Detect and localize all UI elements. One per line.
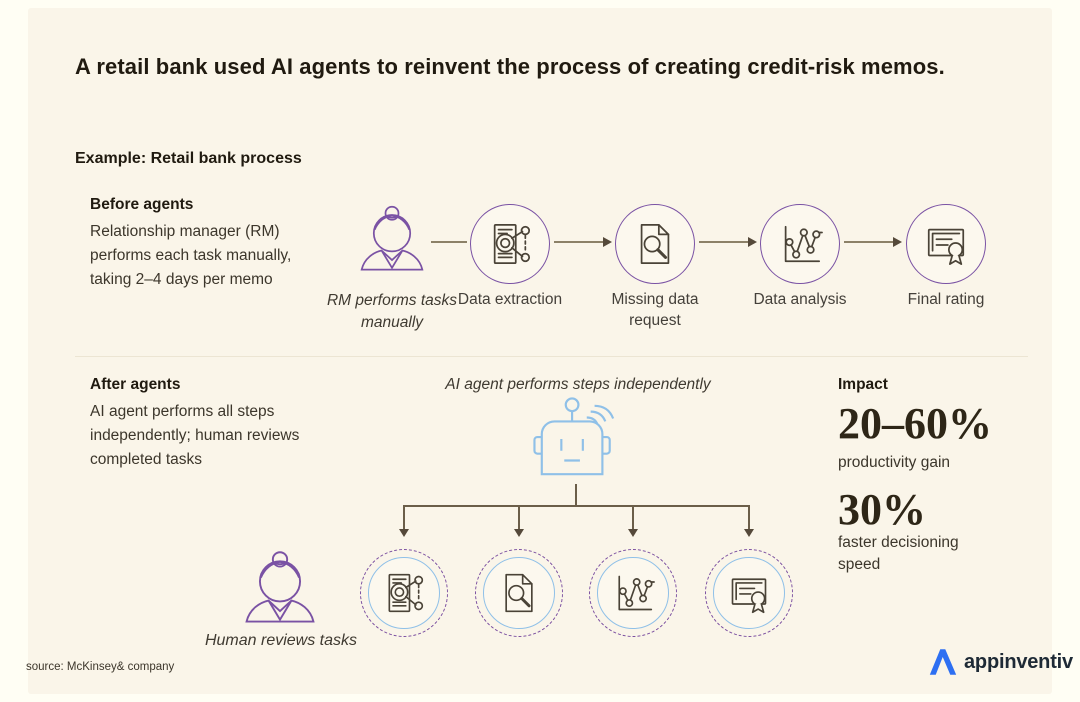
rm-person-icon [360,205,424,271]
before-agents-heading: Before agents [90,196,194,213]
tree-line [404,505,750,507]
human-caption: Human reviews tasks [204,632,358,649]
arrow-down-icon [744,529,754,537]
certificate-icon [927,228,965,265]
agent-circle-data-extraction [360,549,448,637]
scatter-chart-icon [618,575,655,611]
rm-caption: RM performs tasks manually [326,292,458,331]
stat-label: productivity gain [838,454,951,471]
source-text: source: McKinsey& company [26,661,175,673]
page-title: A retail bank used AI agents to reinvent… [75,54,945,79]
document-extraction-icon [388,573,424,613]
tree-line [518,505,520,529]
after-agents-description: AI agent performs all steps independentl… [90,403,300,468]
document-search-icon [640,223,670,265]
tree-line [403,505,405,529]
document-search-icon [504,573,534,613]
before-agents-description: Relationship manager (RM) performs each … [90,223,292,288]
step-label: Missing data request [611,291,699,329]
appinventiv-logo-icon [929,649,957,675]
arrow-right-icon [699,236,757,248]
tree-line [632,505,634,529]
after-agents-heading: After agents [90,376,181,393]
tree-line [748,505,750,529]
ai-robot-icon [533,397,615,476]
arrow-down-icon [628,529,638,537]
step-circle-data-analysis [760,204,840,284]
agent-caption: AI agent performs steps independently [445,376,711,393]
arrow-right-icon [554,236,612,248]
arrow-down-icon [514,529,524,537]
section-divider [75,356,1028,357]
human-person-icon [245,551,315,623]
stat-value: 20–60% [838,399,992,448]
step-label: Data extraction [457,291,563,308]
card: A retail bank used AI agents to reinvent… [26,8,1073,694]
brand-name: appinventiv [964,650,1073,673]
stat-label: faster decisioning speed [838,534,959,573]
stat-value: 30% [838,485,926,534]
step-circle-missing-data [615,204,695,284]
step-label: Final rating [907,291,985,308]
brand-logo: appinventiv [928,646,1073,678]
arrow-right-icon [844,236,902,248]
step-circle-data-extraction [470,204,550,284]
connector-line [431,241,467,243]
step-circle-final-rating [906,204,986,284]
document-extraction-icon [493,223,531,265]
arrow-down-icon [399,529,409,537]
subtitle: Example: Retail bank process [75,150,302,167]
step-label: Data analysis [753,291,847,308]
impact-heading: Impact [838,376,888,393]
certificate-icon [731,578,767,614]
agent-circle-missing-data [475,549,563,637]
scatter-chart-icon [784,225,823,263]
agent-circle-data-analysis [589,549,677,637]
tree-line [575,484,577,506]
agent-circle-final-rating [705,549,793,637]
